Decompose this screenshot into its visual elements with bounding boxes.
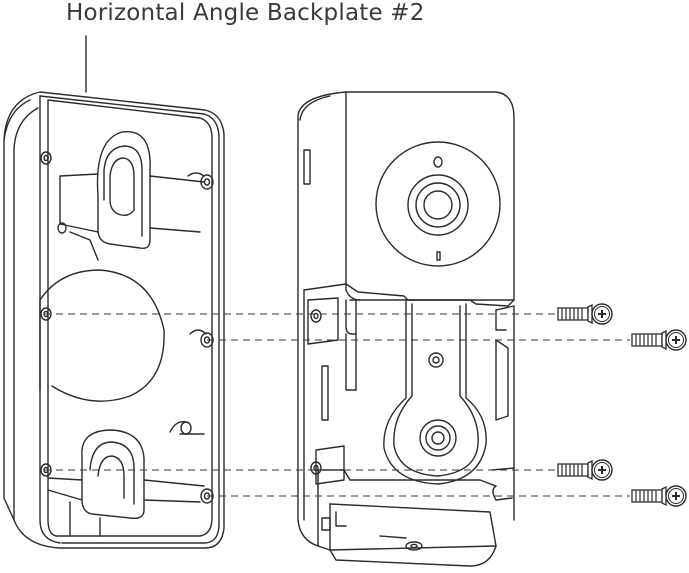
screw-icon <box>558 304 612 324</box>
backplate-icon <box>4 92 224 548</box>
camera-lens-outer <box>376 142 500 266</box>
screw-icon <box>632 330 686 350</box>
screw-icon <box>558 460 612 480</box>
alignment-lines <box>44 314 630 496</box>
screw-icon <box>632 486 686 506</box>
doorbell-icon <box>298 92 514 566</box>
